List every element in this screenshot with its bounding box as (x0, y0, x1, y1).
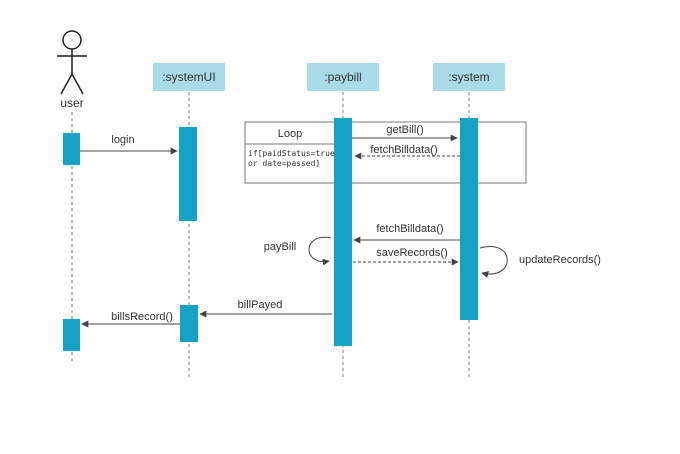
activation-user-2 (63, 319, 80, 351)
loop-guard-line2: or date=passed] (248, 159, 320, 168)
actor-user-icon (57, 30, 87, 95)
message-getbill-label: getBill() (386, 124, 423, 136)
message-billpayed-label: billPayed (238, 299, 283, 311)
participant-paybill-box (307, 63, 379, 91)
loop-frame (244, 121, 527, 184)
loop-guard-line1: if[paidStatus=true (248, 149, 335, 158)
message-updaterecords-label: updateRecords() (519, 254, 601, 266)
message-saverecords-label: saveRecords() (376, 247, 448, 259)
participant-system-box (433, 63, 505, 91)
participant-user-label: user (60, 96, 83, 110)
activation-systemui-2 (180, 305, 198, 342)
message-login-label: login (111, 134, 134, 146)
activation-system (460, 118, 478, 320)
activation-systemui-1 (179, 127, 197, 221)
message-updaterecords-selfcall-arrow (479, 246, 508, 278)
participant-systemui-box (153, 63, 225, 91)
message-fetchbilldata-2-label: fetchBilldata() (376, 223, 443, 235)
activation-user-1 (63, 133, 80, 165)
message-paybill-label: payBill (264, 241, 296, 253)
activation-paybill (334, 118, 352, 346)
message-billsrecord-label: billsRecord() (111, 311, 173, 323)
participant-paybill-label: :paybill (324, 70, 361, 84)
participant-system-label: :system (448, 70, 489, 84)
message-fetchbilldata-1-label: fetchBilldata() (370, 144, 437, 156)
message-paybill-selfcall-arrow (308, 236, 332, 266)
loop-label: Loop (278, 128, 302, 140)
participant-systemui-label: :systemUI (162, 70, 215, 84)
